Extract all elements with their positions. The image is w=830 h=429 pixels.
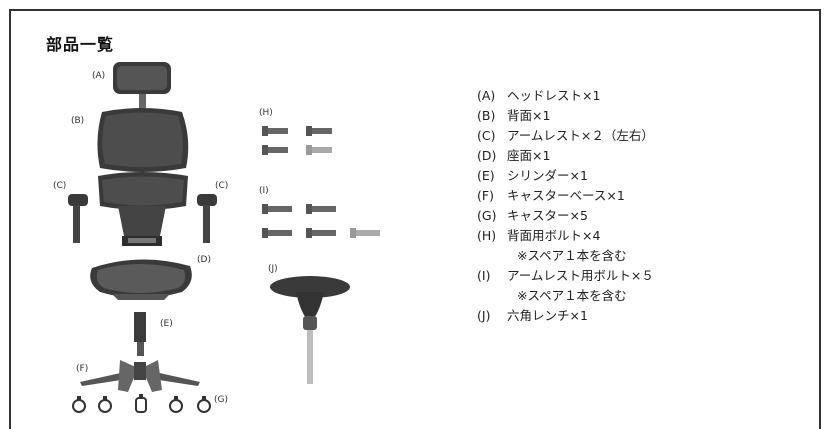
headrest-illustration	[113, 62, 171, 109]
back-illustration	[97, 108, 189, 246]
parts-list-note: ※スペア１本を含む	[517, 248, 627, 263]
armrest-bolts-illustration	[262, 204, 380, 238]
label-h: (H)	[259, 108, 273, 118]
parts-list-item: (B)背面×1	[477, 108, 551, 123]
parts-list: (A)ヘッドレスト×1 (B)背面×1 (C)アームレスト×２（左右） (D)座…	[477, 86, 654, 326]
hex-wrench-illustration	[270, 276, 350, 384]
armrest-right-illustration	[197, 194, 217, 243]
seat-illustration	[90, 259, 192, 300]
parts-list-item: (H)背面用ボルト×4	[477, 228, 601, 243]
casters-illustration	[72, 394, 211, 413]
parts-list-item: (G)キャスター×5	[477, 208, 588, 223]
parts-list-item: (I)アームレスト用ボルト×５	[477, 268, 654, 283]
label-j: (J)	[268, 264, 278, 274]
label-b: (B)	[71, 116, 85, 126]
label-e: (E)	[160, 319, 173, 329]
caster-base-illustration	[80, 360, 200, 392]
label-f: (F)	[76, 364, 89, 374]
parts-list-item: (F)キャスターベース×1	[477, 188, 625, 203]
parts-list-item: (D)座面×1	[477, 148, 551, 163]
label-c-right: (C)	[215, 181, 229, 191]
label-c-left: (C)	[53, 181, 67, 191]
page-frame	[9, 9, 821, 429]
page-title: 部品一覧	[46, 35, 115, 54]
parts-list-note: ※スペア１本を含む	[517, 288, 627, 303]
label-i: (I)	[259, 186, 269, 196]
label-a: (A)	[92, 71, 106, 81]
parts-list-item: (E)シリンダー×1	[477, 168, 588, 183]
label-d: (D)	[197, 255, 211, 265]
label-g: (G)	[214, 395, 228, 405]
parts-list-item: (A)ヘッドレスト×1	[477, 88, 601, 103]
armrest-left-illustration	[68, 194, 88, 243]
back-bolts-illustration	[262, 126, 332, 155]
parts-list-item: (J)六角レンチ×1	[477, 308, 588, 323]
parts-list-item: (C)アームレスト×２（左右）	[477, 128, 654, 143]
cylinder-illustration	[134, 312, 146, 356]
